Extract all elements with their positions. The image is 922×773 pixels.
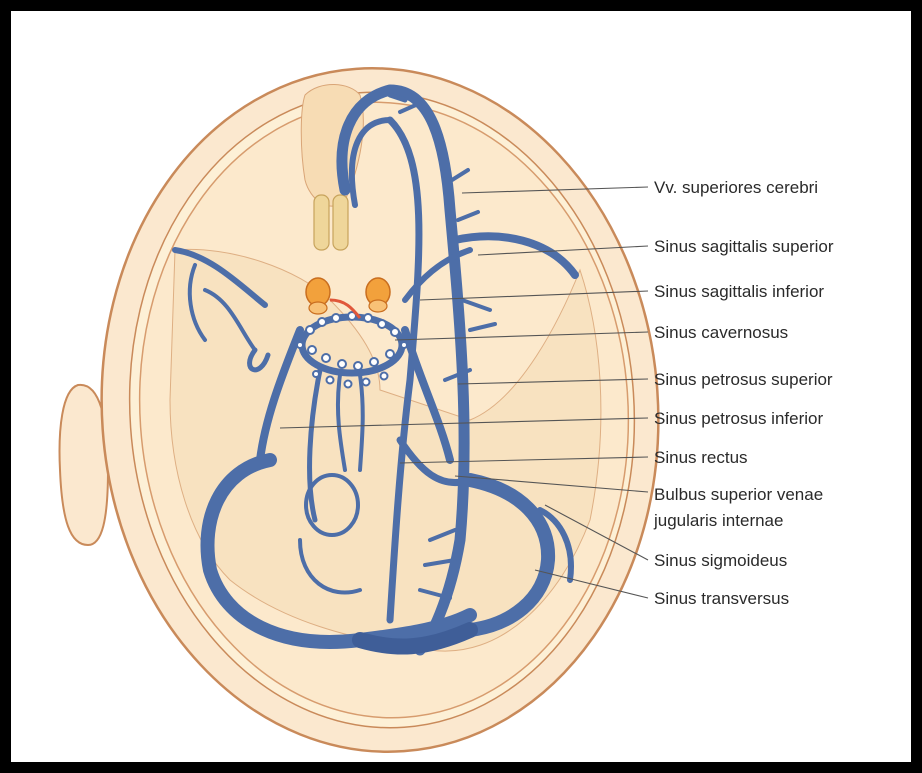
label-sinus-cavernosus: Sinus cavernosus bbox=[654, 323, 788, 342]
labels: Vv. superiores cerebri Sinus sagittalis … bbox=[653, 178, 834, 608]
label-jugularis-internae: jugularis internae bbox=[653, 511, 783, 530]
label-sinus-petrosus-inferior: Sinus petrosus inferior bbox=[654, 409, 823, 428]
label-sinus-sigmoideus: Sinus sigmoideus bbox=[654, 551, 787, 570]
label-vv-superiores-cerebri: Vv. superiores cerebri bbox=[654, 178, 818, 197]
label-sinus-petrosus-superior: Sinus petrosus superior bbox=[654, 370, 833, 389]
label-sinus-sagittalis-superior: Sinus sagittalis superior bbox=[654, 237, 834, 256]
label-sinus-sagittalis-inferior: Sinus sagittalis inferior bbox=[654, 282, 824, 301]
label-bulbus-superior-venae: Bulbus superior venae bbox=[654, 485, 823, 504]
label-sinus-rectus: Sinus rectus bbox=[654, 448, 748, 467]
label-sinus-transversus: Sinus transversus bbox=[654, 589, 789, 608]
